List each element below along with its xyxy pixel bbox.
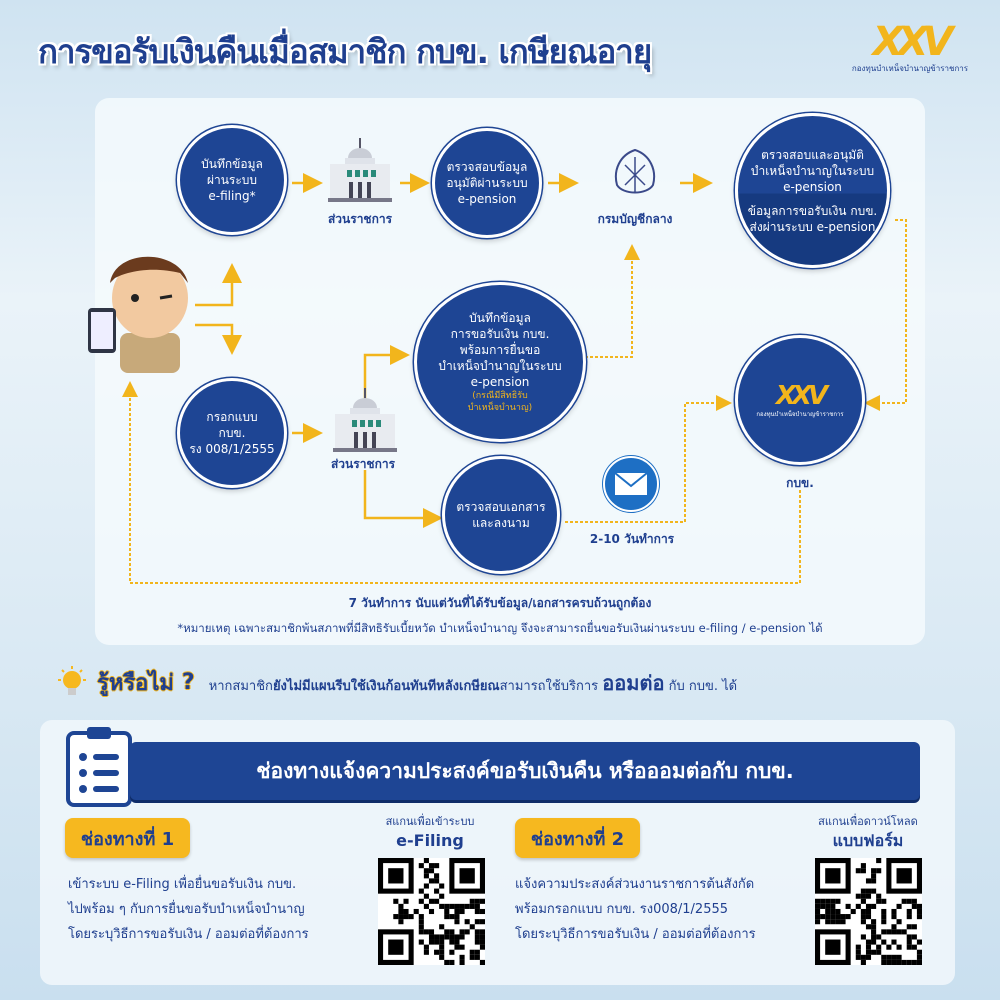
question-mark-icon: ? (181, 670, 195, 695)
desc-line: โดยระบุวิธีการขอรับเงิน / ออมต่อที่ต้องก… (515, 927, 756, 942)
step-text: บันทึกข้อมูล (201, 157, 263, 171)
step-text: กรอกแบบ (206, 410, 258, 424)
step-text: ตรวจสอบข้อมูล (446, 160, 528, 174)
channel-1-badge: ช่องทางที่ 1 (65, 818, 190, 858)
step-note: บำเหน็จบำนาญ) (467, 403, 533, 413)
desc-line: แจ้งความประสงค์ส่วนงานราชการต้นสังกัด (515, 877, 755, 892)
text-bold: ยังไม่มีแผนรีบใช้เงินก้อนทันทีหลังเกษียณ (272, 678, 500, 694)
channel-2-description: แจ้งความประสงค์ส่วนงานราชการต้นสังกัด พร… (515, 872, 756, 947)
mail-icon (603, 456, 659, 512)
lightbulb-icon (58, 665, 86, 695)
step-approve: ตรวจสอบข้อมูล อนุมัติผ่านระบบ e-pension (432, 128, 542, 238)
government-building-icon (333, 388, 397, 452)
duration-note: 7 วันทำการ นับแต่วันที่ได้รับข้อมูล/เอกส… (348, 596, 652, 610)
step-text: e-pension (470, 375, 530, 389)
efiling-scan-label: สแกนเพื่อเข้าระบบ e-Filing (365, 814, 495, 852)
gpf-logo: XXV กองทุนบำเหน็จบำนาญข้าราชการ (845, 22, 975, 75)
form-scan-label: สแกนเพื่อดาวน์โหลด แบบฟอร์ม (803, 814, 933, 852)
did-you-know: รู้หรือไม่ ? หากสมาชิกยังไม่มีแผนรีบใช้เ… (55, 665, 737, 700)
efiling-qr-code[interactable] (378, 858, 485, 965)
remark-note: *หมายเหตุ เฉพาะสมาชิกพ้นสภาพที่มีสิทธิรั… (177, 621, 823, 635)
scan-target: e-Filing (396, 831, 464, 850)
step-text: บำเหน็จบำนาญในระบบ (750, 163, 875, 178)
step-text: อนุมัติผ่านระบบ (446, 176, 528, 190)
scan-target: แบบฟอร์ม (832, 831, 904, 850)
text-post: กับ กบข. ได้ (668, 678, 738, 694)
oom-tor-service: ออมต่อ (602, 670, 665, 695)
desc-line: โดยระบุวิธีการขอรับเงิน / ออมต่อที่ต้องก… (68, 927, 309, 942)
step-text: e-pension (783, 179, 842, 194)
gpf-logo-mark: XXV (775, 381, 828, 411)
step-text: บำเหน็จบำนาญในระบบ (438, 359, 562, 373)
step-text: การขอรับเงิน กบข. (450, 327, 550, 341)
step-docs: ตรวจสอบเอกสาร และลงนาม (442, 456, 560, 574)
did-you-know-title: รู้หรือไม่ (97, 671, 174, 696)
channel-1-description: เข้าระบบ e-Filing เพื่อยื่นขอรับเงิน กบข… (68, 872, 309, 947)
step-text: และลงนาม (472, 516, 530, 530)
scan-instruction: สแกนเพื่อเข้าระบบ (385, 815, 475, 828)
gpf-label: กบข. (786, 476, 814, 490)
form-qr-code[interactable] (815, 858, 922, 965)
mail-duration-label: 2-10 วันทำการ (589, 532, 675, 546)
cgd-seal-icon (615, 148, 655, 194)
step-text: ข้อมูลการขอรับเงิน กบข. (747, 203, 878, 218)
text-mid: สามารถใช้บริการ (499, 678, 599, 694)
desc-line: ไปพร้อม ๆ กับการยื่นขอรับบำเหน็จบำนาญ (68, 902, 305, 917)
member-character-icon (88, 256, 188, 373)
step-text: รง 008/1/2555 (189, 442, 275, 456)
logo-mark: XXV (872, 19, 954, 65)
agency-label: ส่วนราชการ (330, 457, 396, 471)
step-form: กรอกแบบ กบข. รง 008/1/2555 (177, 378, 287, 488)
channels-heading: ช่องทางแจ้งความประสงค์ขอรับเงินคืน หรืออ… (130, 742, 920, 800)
step-text: ตรวจสอบเอกสาร (456, 500, 546, 514)
scan-instruction: สแกนเพื่อดาวน์โหลด (818, 815, 918, 828)
step-text: พร้อมการยื่นขอ (459, 343, 541, 357)
gpf-node: XXV กองทุนบำเหน็จบำนาญข้าราชการ (735, 335, 865, 465)
step-text: e-pension (457, 192, 517, 206)
page-title: การขอรับเงินคืนเมื่อสมาชิก กบข. เกษียณอา… (38, 32, 652, 71)
step-record: บันทึกข้อมูล การขอรับเงิน กบข. พร้อมการย… (414, 282, 586, 442)
step-text: ตรวจสอบและอนุมัติ (761, 147, 864, 162)
step-text: กบข. (218, 426, 246, 440)
step-efiling: บันทึกข้อมูล ผ่านระบบ e-filing* (177, 125, 287, 235)
step-text: ส่งผ่านระบบ e-pension (749, 219, 876, 234)
government-building-icon (328, 138, 392, 202)
step-text: e-filing* (208, 189, 256, 203)
desc-line: เข้าระบบ e-Filing เพื่อยื่นขอรับเงิน กบข… (68, 877, 297, 892)
flow-connectors (122, 173, 907, 584)
gpf-logo-text: กองทุนบำเหน็จบำนาญข้าราชการ (756, 411, 844, 418)
logo-text: กองทุนบำเหน็จบำนาญข้าราชการ (851, 64, 969, 73)
text-pre: หากสมาชิก (208, 678, 273, 694)
step-text: บันทึกข้อมูล (469, 311, 531, 325)
step-cgd: ตรวจสอบและอนุมัติ บำเหน็จบำนาญในระบบ e-p… (735, 113, 890, 268)
clipboard-icon (66, 727, 132, 807)
step-note: (กรณีมีสิทธิรับ (472, 391, 528, 401)
did-you-know-text: หากสมาชิกยังไม่มีแผนรีบใช้เงินก้อนทันทีห… (209, 667, 737, 699)
desc-line: พร้อมกรอกแบบ กบข. รง008/1/2555 (515, 902, 729, 917)
channel-2-badge: ช่องทางที่ 2 (515, 818, 640, 858)
cgd-label: กรมบัญชีกลาง (597, 212, 673, 226)
step-text: ผ่านระบบ (206, 173, 258, 187)
agency-label: ส่วนราชการ (327, 212, 393, 226)
